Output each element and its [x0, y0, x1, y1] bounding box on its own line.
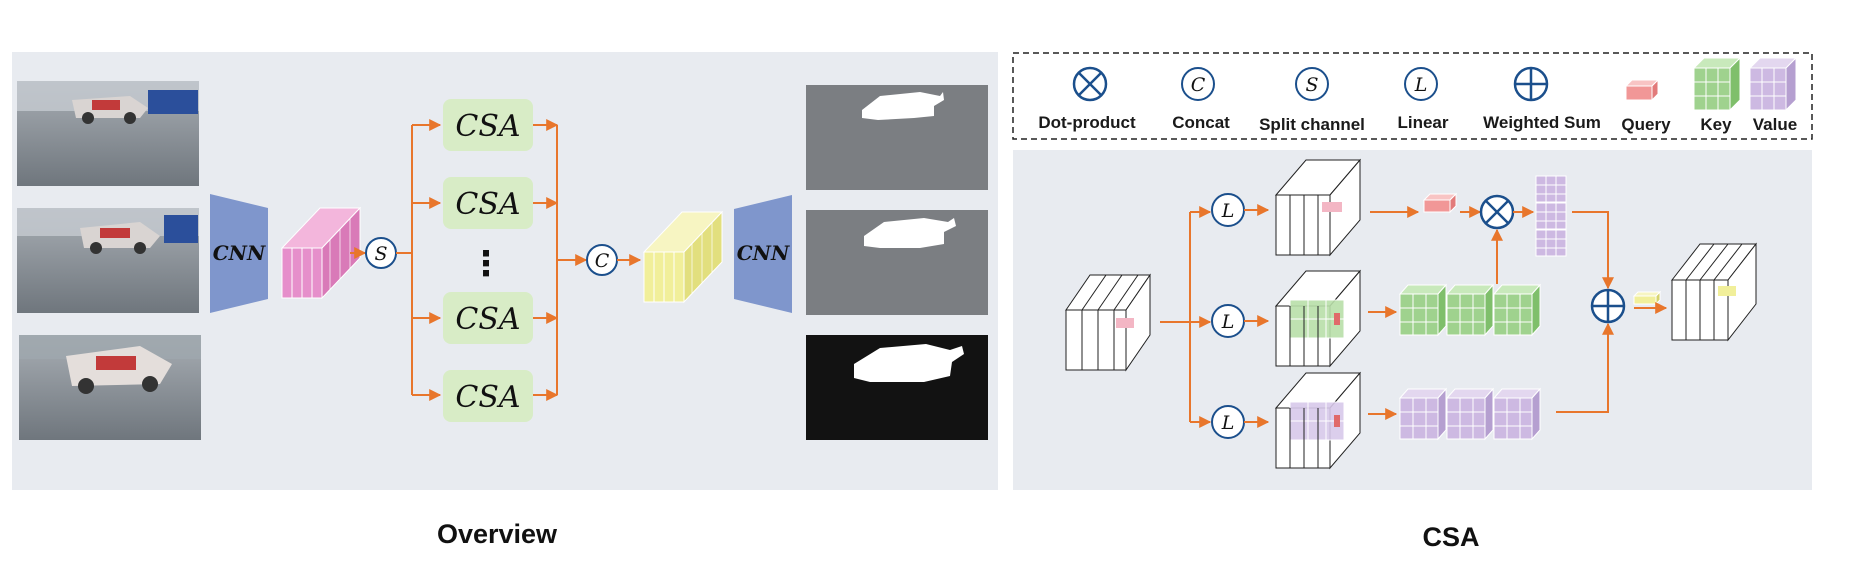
csa-block-1: CSA: [443, 99, 533, 151]
linear-to-features: [1244, 204, 1270, 428]
value-token-3: [1492, 387, 1542, 441]
legend-label-linear: Linear: [1397, 113, 1448, 132]
decoder-cnn-label: CNN: [737, 241, 790, 265]
encoder-cnn-label: CNN: [213, 241, 266, 265]
linear-node-key: L: [1211, 304, 1245, 338]
query-token: [1422, 192, 1458, 214]
attention-map: [1535, 175, 1567, 257]
key-feature-block: [1274, 269, 1362, 368]
weighted-sum-connectors: [1556, 211, 1614, 413]
linear-icon: L: [1404, 67, 1438, 101]
csa-input-block: [1065, 273, 1151, 372]
merge-connectors: [533, 119, 588, 401]
overview-caption: Overview: [437, 519, 558, 549]
csa-block-3: CSA: [443, 292, 533, 344]
fused-feature-cube: [642, 210, 724, 304]
input-frame-3: [19, 335, 201, 440]
split-connectors: [396, 119, 442, 401]
key-token-2: [1445, 283, 1495, 337]
svg-text:L: L: [1221, 311, 1235, 333]
svg-text:C: C: [1191, 74, 1206, 96]
concat-icon: C: [1181, 67, 1215, 101]
csa-weighted-sum-node: [1590, 288, 1626, 324]
svg-text:S: S: [1305, 74, 1318, 96]
legend-label-split-channel: Split channel: [1259, 115, 1365, 134]
decoder-cnn-block: [734, 195, 792, 313]
csa-block-4: CSA: [443, 370, 533, 422]
split-channel-icon: S: [1295, 67, 1329, 101]
csa-ellipsis: ⋮: [469, 244, 503, 284]
legend-label-value: Value: [1753, 115, 1797, 134]
key-icon: [1692, 56, 1742, 112]
value-feature-block: [1274, 371, 1362, 470]
csa-block-3-label: CSA: [455, 302, 520, 337]
svg-text:L: L: [1221, 412, 1235, 434]
concat-symbol: C: [595, 250, 610, 272]
legend: Dot-product C Concat S Split channel L L…: [1012, 52, 1813, 140]
csa-block-2-label: CSA: [455, 187, 520, 222]
value-token-2: [1445, 387, 1495, 441]
key-token-1: [1398, 283, 1448, 337]
encoder-feature-cube: [280, 206, 362, 300]
input-frame-1: [17, 81, 199, 186]
csa-input-connectors: [1160, 206, 1212, 428]
weighted-sum-icon: [1513, 66, 1549, 102]
output-mask-2: [806, 210, 988, 315]
legend-label-dot-product: Dot-product: [1038, 113, 1136, 132]
key-token-3: [1492, 283, 1542, 337]
output-mask-1: [806, 85, 988, 190]
svg-text:L: L: [1414, 74, 1428, 96]
linear-node-query: L: [1211, 193, 1245, 227]
linear-node-value: L: [1211, 405, 1245, 439]
input-frame-2: [17, 208, 199, 313]
csa-block-4-label: CSA: [455, 380, 520, 415]
overview-panel: CNN S CSA: [12, 52, 998, 549]
value-icon: [1748, 56, 1798, 112]
value-tokens: [1398, 387, 1542, 441]
dot-product-icon: [1072, 66, 1108, 102]
legend-label-query: Query: [1621, 115, 1671, 134]
csa-block-1-label: CSA: [455, 109, 520, 144]
svg-text:L: L: [1221, 200, 1235, 222]
legend-label-weighted-sum: Weighted Sum: [1483, 113, 1601, 132]
csa-caption: CSA: [1422, 522, 1479, 552]
split-symbol: S: [374, 243, 387, 265]
legend-label-concat: Concat: [1172, 113, 1230, 132]
encoder-cnn-block: [210, 194, 268, 313]
query-icon: [1624, 78, 1660, 102]
key-tokens: [1398, 283, 1542, 337]
csa-panel: L L L: [1013, 150, 1812, 552]
value-token-1: [1398, 387, 1448, 441]
csa-block-2: CSA: [443, 177, 533, 229]
legend-label-key: Key: [1700, 115, 1732, 134]
weighted-output-token: [1632, 290, 1662, 306]
csa-output-block: [1670, 242, 1758, 342]
output-mask-3: [806, 335, 988, 440]
query-feature-block: [1274, 158, 1362, 257]
csa-dot-product-node: [1479, 194, 1515, 230]
